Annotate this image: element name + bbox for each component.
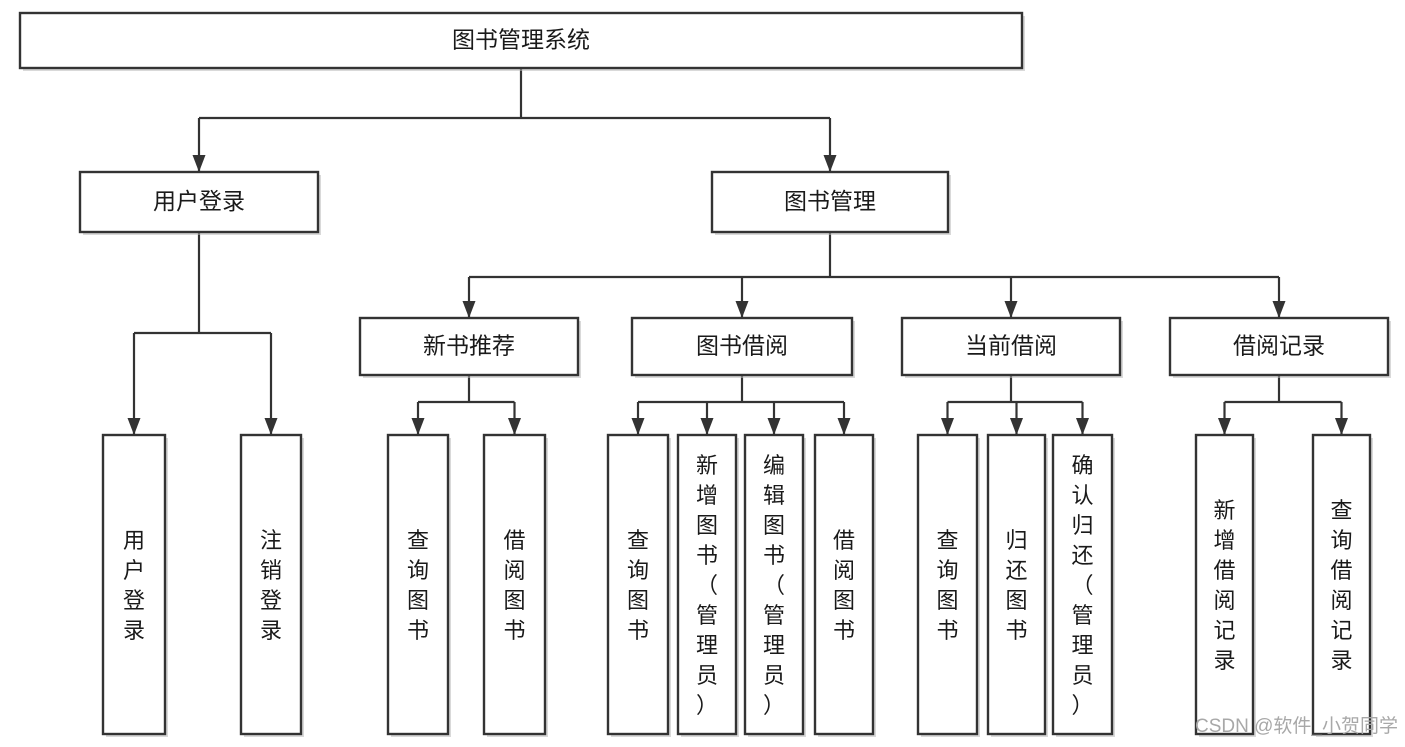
connector-e-userlogin-split [127,232,278,435]
node-label: 注销登录 [260,528,282,643]
node-root[interactable]: 图书管理系统 [18,11,1025,71]
node-leaf-query-book-3[interactable]: 查询图书 [916,433,980,737]
node-label: 借阅图书 [833,528,855,643]
node-leaf-add-record[interactable]: 新增借阅记录 [1194,433,1256,737]
node-leaf-add-book[interactable]: 新增图书（管理员） [676,433,739,737]
watermark-layer: CSDN @软件_小贺同学 [1195,715,1398,737]
edges-layer [127,68,1348,435]
node-leaf-logout[interactable]: 注销登录 [239,433,304,737]
node-book-borrow[interactable]: 图书借阅 [630,316,855,378]
node-label: 归还图书 [1005,528,1027,643]
node-label: 用户登录 [153,188,245,214]
node-current-borrow[interactable]: 当前借阅 [900,316,1123,378]
node-leaf-borrow-book-1[interactable]: 借阅图书 [482,433,548,737]
node-user-login[interactable]: 用户登录 [78,170,321,235]
node-label: 当前借阅 [965,333,1057,359]
node-leaf-query-record[interactable]: 查询借阅记录 [1311,433,1373,737]
node-label: 新书推荐 [423,333,515,359]
node-leaf-return-book[interactable]: 归还图书 [986,433,1048,737]
node-label: 图书借阅 [696,333,788,359]
connector-e-currentborrow-split [941,375,1089,435]
node-book-manage[interactable]: 图书管理 [710,170,951,235]
node-label: 编辑图书（管理员） [763,453,785,718]
node-label: 用户登录 [123,528,145,643]
connector-e-borrowrecord-split [1218,375,1348,435]
node-label: 新增图书（管理员） [696,453,718,718]
node-leaf-borrow-book-2[interactable]: 借阅图书 [813,433,876,737]
node-label: 查询图书 [936,528,958,643]
connector-e-root-split [192,68,837,172]
node-label: 图书管理 [784,188,876,214]
node-label: 新增借阅记录 [1213,498,1235,673]
node-borrow-record[interactable]: 借阅记录 [1168,316,1391,378]
node-label: 借阅图书 [503,528,525,643]
connector-e-newbook-split [411,375,521,435]
connector-e-bookborrow-split [631,375,851,435]
node-leaf-query-book-2[interactable]: 查询图书 [606,433,671,737]
node-leaf-query-book-1[interactable]: 查询图书 [386,433,451,737]
node-new-book-rec[interactable]: 新书推荐 [358,316,581,378]
connector-e-bookmanage-split [462,232,1286,318]
node-label: 借阅记录 [1233,333,1325,359]
node-label: 图书管理系统 [452,27,590,53]
node-leaf-confirm-return[interactable]: 确认归还（管理员） [1051,433,1115,737]
node-label: 查询图书 [407,528,429,643]
node-label: 确认归还（管理员） [1071,453,1093,718]
node-leaf-edit-book[interactable]: 编辑图书（管理员） [743,433,806,737]
node-leaf-user-login[interactable]: 用户登录 [101,433,168,737]
node-label: 查询借阅记录 [1330,498,1352,673]
nodes-layer: 图书管理系统用户登录图书管理新书推荐图书借阅当前借阅借阅记录用户登录注销登录查询… [18,11,1391,737]
node-label: 查询图书 [627,528,649,643]
csdn-watermark: CSDN @软件_小贺同学 [1195,715,1398,737]
